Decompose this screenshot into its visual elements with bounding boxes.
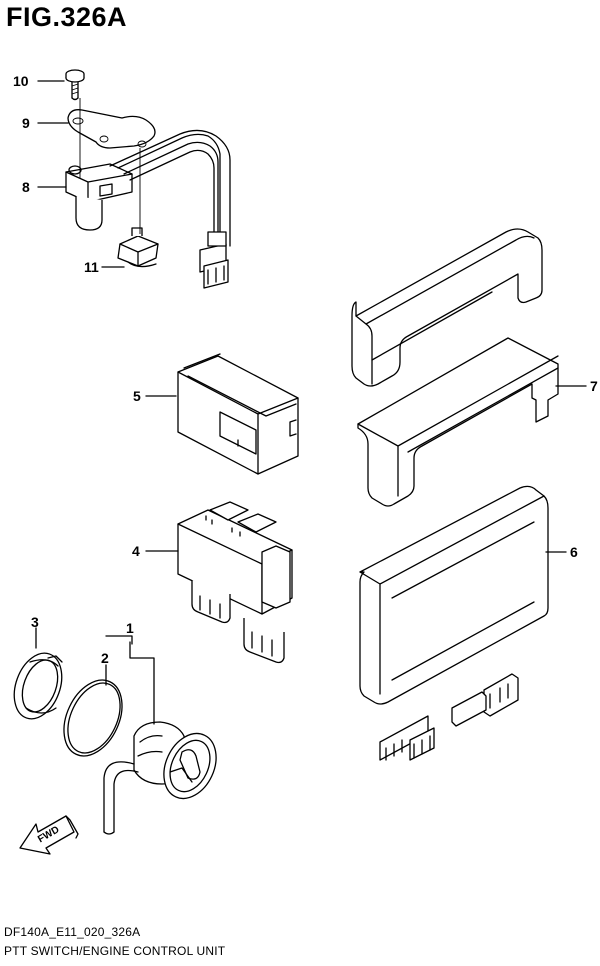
figure-description: PTT SWITCH/ENGINE CONTROL UNIT	[4, 944, 226, 958]
part-11-clamp	[117, 227, 159, 268]
part-10-screw	[65, 69, 85, 101]
part-8-ptt-switch	[65, 129, 231, 289]
callout-6: 6	[570, 544, 578, 560]
callout-2: 2	[101, 650, 109, 666]
callout-7: 7	[590, 378, 598, 394]
callout-9: 9	[22, 115, 30, 131]
part-5-relay-box	[177, 353, 299, 475]
part-1-ptt-switch	[103, 721, 217, 835]
part-4-control-module	[177, 501, 293, 664]
callout-4: 4	[132, 543, 140, 559]
fwd-direction-arrow: FWD	[19, 815, 79, 855]
callout-8: 8	[22, 179, 30, 195]
figure-title: FIG.326A	[6, 2, 128, 32]
part-6-engine-control-unit	[359, 485, 549, 761]
callout-5: 5	[133, 388, 141, 404]
part-7-mount-cover	[351, 228, 559, 507]
callout-11: 11	[84, 259, 99, 275]
callout-1: 1	[126, 620, 134, 636]
callout-10: 10	[13, 73, 29, 89]
callout-3: 3	[31, 614, 39, 630]
part-2-o-ring	[63, 679, 123, 757]
part-3-bezel-ring	[13, 652, 63, 720]
figure-code: DF140A_E11_020_326A	[4, 925, 141, 939]
leader-lines	[35, 80, 587, 725]
callout-labels: 10 9 8 11 5 7 4 6 3 1 2	[13, 73, 598, 666]
part-9-bracket	[67, 109, 156, 149]
